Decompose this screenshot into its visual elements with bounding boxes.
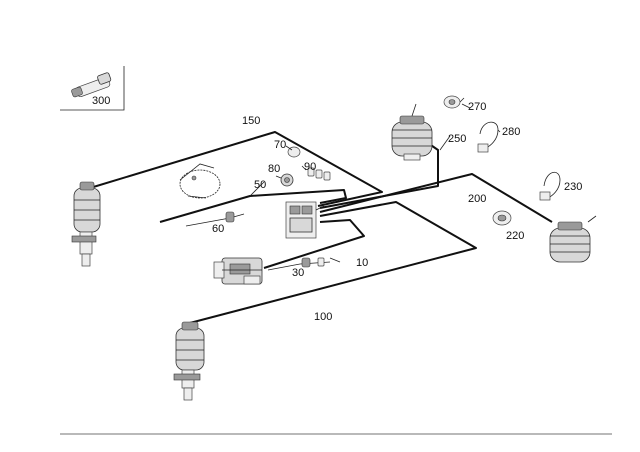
callout-280: 280 xyxy=(502,126,520,138)
callout-80: 80 xyxy=(268,163,280,175)
connector-plug-300 xyxy=(71,72,112,98)
bracket-230 xyxy=(539,172,561,201)
pressure-reservoir xyxy=(179,163,221,199)
callout-70: 70 xyxy=(274,139,286,151)
leader-lines xyxy=(249,103,501,263)
cap-220 xyxy=(492,210,512,226)
air-strut-front-right xyxy=(173,321,205,401)
callout-60: 60 xyxy=(212,223,224,235)
harness-150 xyxy=(89,131,383,207)
callout-100: 100 xyxy=(314,311,332,323)
callout-90: 90 xyxy=(304,161,316,173)
callout-250: 250 xyxy=(448,133,466,145)
air-spring-rear-left xyxy=(391,103,433,161)
air-spring-rear-right xyxy=(549,215,597,263)
cable-30 xyxy=(267,257,331,271)
callout-200: 200 xyxy=(468,193,486,205)
bracket-280 xyxy=(477,121,499,153)
callout-50: 50 xyxy=(254,179,266,191)
callout-220: 220 xyxy=(506,230,524,242)
clips-90 xyxy=(307,167,331,181)
harness-50 xyxy=(159,189,347,223)
compressor-unit xyxy=(213,257,263,285)
harness-100 xyxy=(185,201,477,325)
cable-60 xyxy=(185,211,245,227)
cap-270 xyxy=(443,95,465,109)
callout-30: 30 xyxy=(292,267,304,279)
harness-10 xyxy=(263,219,365,269)
callout-230: 230 xyxy=(564,181,582,193)
harness-lines xyxy=(89,131,553,325)
air-strut-front-left xyxy=(71,181,101,267)
harness-200 xyxy=(319,173,553,223)
valve-block xyxy=(285,201,325,239)
callout-270: 270 xyxy=(468,101,486,113)
callout-150: 150 xyxy=(242,115,260,127)
callout-300: 300 xyxy=(92,95,110,107)
sensor-80 xyxy=(275,173,294,187)
callout-10: 10 xyxy=(356,257,368,269)
inset-box-300: 300 xyxy=(60,66,125,111)
